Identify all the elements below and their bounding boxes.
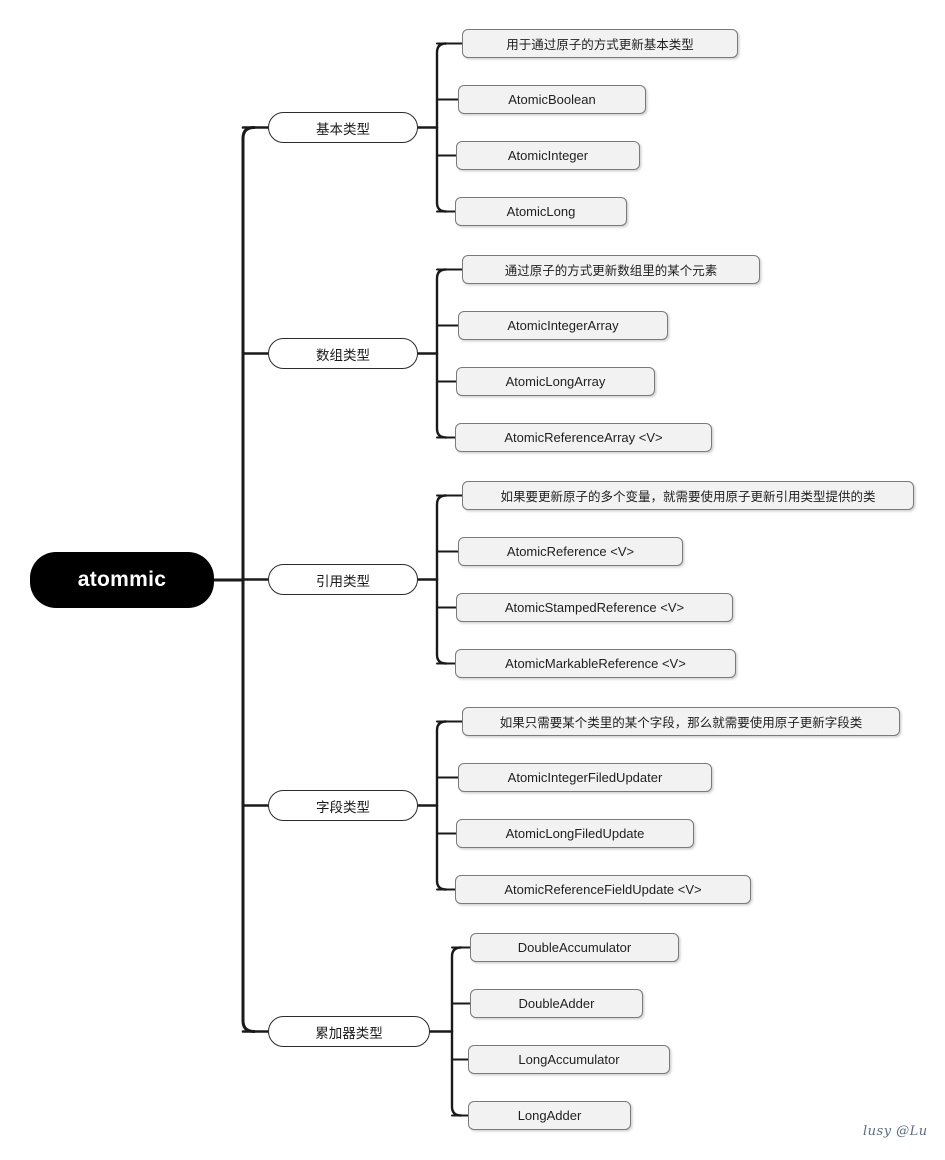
node-label: AtomicMarkableReference <V> bbox=[505, 656, 686, 671]
node-label: 数组类型 bbox=[316, 347, 370, 363]
node-label: AtomicLong bbox=[506, 204, 576, 219]
branch-node-2[interactable]: 数组类型 bbox=[268, 338, 418, 369]
node-label: AtomicIntegerFiledUpdater bbox=[507, 770, 663, 785]
branch-node-1[interactable]: 基本类型 bbox=[268, 112, 418, 143]
leaf-node-5-1[interactable]: DoubleAccumulator bbox=[470, 933, 679, 962]
leaf-node-2-4[interactable]: AtomicReferenceArray <V> bbox=[455, 423, 712, 452]
node-label: atommic bbox=[77, 568, 167, 591]
leaf-node-4-4[interactable]: AtomicReferenceFieldUpdate <V> bbox=[455, 875, 751, 904]
node-label: 基本类型 bbox=[316, 121, 370, 137]
node-label: DoubleAdder bbox=[518, 996, 595, 1011]
description-node-1-1[interactable]: 用于通过原子的方式更新基本类型 bbox=[462, 29, 738, 58]
node-label: 如果只需要某个类里的某个字段，那么就需要使用原子更新字段类 bbox=[499, 716, 863, 730]
node-label: AtomicIntegerArray bbox=[507, 318, 619, 333]
description-node-2-1[interactable]: 通过原子的方式更新数组里的某个元素 bbox=[462, 255, 760, 284]
node-label: AtomicReference <V> bbox=[506, 544, 635, 559]
branch-node-5[interactable]: 累加器类型 bbox=[268, 1016, 430, 1047]
leaf-node-1-4[interactable]: AtomicLong bbox=[455, 197, 627, 226]
node-label: AtomicReferenceFieldUpdate <V> bbox=[504, 882, 702, 897]
leaf-node-1-3[interactable]: AtomicInteger bbox=[456, 141, 640, 170]
branch-node-4[interactable]: 字段类型 bbox=[268, 790, 418, 821]
description-node-3-1[interactable]: 如果要更新原子的多个变量，就需要使用原子更新引用类型提供的类 bbox=[462, 481, 914, 510]
leaf-node-1-2[interactable]: AtomicBoolean bbox=[458, 85, 646, 114]
leaf-node-2-3[interactable]: AtomicLongArray bbox=[456, 367, 655, 396]
node-label: LongAccumulator bbox=[518, 1052, 620, 1067]
node-label: AtomicReferenceArray <V> bbox=[504, 430, 663, 445]
leaf-node-4-2[interactable]: AtomicIntegerFiledUpdater bbox=[458, 763, 712, 792]
leaf-node-3-3[interactable]: AtomicStampedReference <V> bbox=[456, 593, 733, 622]
leaf-node-3-2[interactable]: AtomicReference <V> bbox=[458, 537, 683, 566]
node-label: 如果要更新原子的多个变量，就需要使用原子更新引用类型提供的类 bbox=[500, 490, 876, 504]
leaf-node-5-4[interactable]: LongAdder bbox=[468, 1101, 631, 1130]
node-label: AtomicBoolean bbox=[508, 92, 596, 107]
node-label: LongAdder bbox=[517, 1108, 582, 1123]
root-node-atommic[interactable]: atommic bbox=[30, 552, 214, 608]
leaf-node-3-4[interactable]: AtomicMarkableReference <V> bbox=[455, 649, 736, 678]
description-node-4-1[interactable]: 如果只需要某个类里的某个字段，那么就需要使用原子更新字段类 bbox=[462, 707, 900, 736]
node-label: 引用类型 bbox=[316, 573, 370, 589]
leaf-node-5-2[interactable]: DoubleAdder bbox=[470, 989, 643, 1018]
watermark: lusy @Lu bbox=[863, 1124, 928, 1139]
leaf-node-5-3[interactable]: LongAccumulator bbox=[468, 1045, 670, 1074]
node-label: 字段类型 bbox=[316, 799, 370, 815]
node-label: AtomicLongFiledUpdate bbox=[505, 826, 645, 841]
node-label: 通过原子的方式更新数组里的某个元素 bbox=[504, 264, 718, 278]
leaf-node-2-2[interactable]: AtomicIntegerArray bbox=[458, 311, 668, 340]
node-label: DoubleAccumulator bbox=[517, 940, 632, 955]
node-label: AtomicStampedReference <V> bbox=[504, 600, 685, 615]
node-label: AtomicLongArray bbox=[505, 374, 606, 389]
branch-node-3[interactable]: 引用类型 bbox=[268, 564, 418, 595]
node-label: AtomicInteger bbox=[507, 148, 589, 163]
node-label: 累加器类型 bbox=[315, 1025, 383, 1041]
node-label: 用于通过原子的方式更新基本类型 bbox=[506, 38, 694, 52]
leaf-node-4-3[interactable]: AtomicLongFiledUpdate bbox=[456, 819, 694, 848]
